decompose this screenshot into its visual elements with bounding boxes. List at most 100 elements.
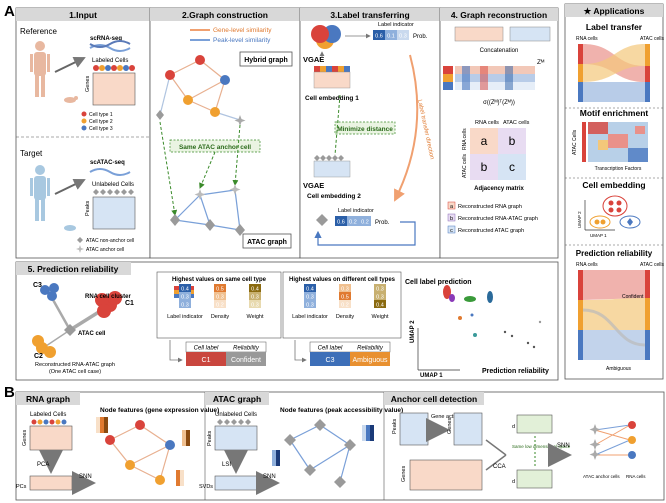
adjacency-matrix: a b b c	[470, 128, 526, 180]
confident-label: Confident	[622, 294, 644, 300]
legend-atac: Reconstructed ATAC graph	[458, 228, 524, 234]
same-weight-3: 0.3	[251, 303, 259, 309]
umap2-label: UMAP 2	[410, 320, 416, 343]
panel-a-letter: A	[4, 3, 15, 20]
applications-panel: ★ Applications Label transfer RNA cells …	[564, 3, 664, 380]
diff-weight-3: 0.4	[376, 303, 384, 309]
motif-heatmap	[582, 122, 648, 162]
b-genes-label: Genes	[22, 430, 28, 446]
reliability-panel: 5. Prediction reliability C3 C1 C2 RNA c…	[15, 261, 559, 381]
legend-key-c: c	[450, 228, 453, 234]
reliability-title: 5. Prediction reliability	[28, 264, 119, 274]
diff-col-li: Label indicator	[292, 314, 328, 320]
diff-li-2: 0.3	[306, 295, 314, 301]
nonanchor-diamond-icon	[77, 237, 83, 243]
atac-cells-col: ATAC cells	[503, 120, 530, 126]
d-label-1: d	[512, 424, 515, 430]
label-transfer-sankey	[578, 44, 650, 102]
diff-columns: 0.4 0.3 0.3 0.3 0.5 0.2 0.3 0.3 0.4	[304, 284, 386, 309]
label-transfer-panel: 3.Label transferring Label indicator 0.6…	[299, 7, 441, 259]
hybrid-graph	[159, 59, 241, 121]
reconstruction-panel: 4. Graph reconstruction Concatenation C1…	[439, 7, 559, 259]
anchor-bipartite	[589, 421, 636, 460]
quad-b-top: b	[509, 134, 516, 148]
mouse-icon	[64, 96, 78, 103]
pcs-label: PCs	[16, 484, 27, 490]
diff-cell-label-header: Cell label	[318, 346, 343, 352]
atac-graph	[174, 189, 241, 231]
pred-rel-label: Prediction reliability	[482, 368, 549, 375]
embedding-2-label: Cell embedding 2	[307, 193, 361, 200]
rna-cells-col: RNA cells	[475, 120, 499, 126]
embedding-1-strip	[313, 66, 351, 89]
legend-rna-atac: Reconstructed RNA-ATAC graph	[458, 216, 538, 222]
labeled-cell-dots	[93, 65, 135, 71]
input-panel: 1.Input Reference scRNA-seq Labeled Cell…	[15, 7, 151, 259]
peak-sim-label: Peak-level similarity	[213, 37, 271, 44]
diff-title: Highest values on different cell types	[289, 277, 396, 283]
sigma-label: σ((Zᴹ)ᵀ(Zᴹ))	[483, 99, 515, 106]
diff-li-3: 0.3	[306, 303, 314, 309]
anchor-detection-panel: Anchor cell detection Peaks Gene activit…	[384, 392, 646, 491]
legend-key-b: b	[450, 216, 453, 222]
label-indicator-1: Label indicator	[378, 22, 414, 28]
zm-heatmap: C1 C2 C3	[443, 66, 535, 90]
genes-axis-label: Genes	[85, 76, 91, 92]
same-col-weight: Weight	[246, 314, 263, 320]
apps-title: ★ Applications	[584, 6, 645, 16]
scrna-label: scRNA-seq	[90, 36, 122, 42]
target-label: Target	[20, 149, 43, 158]
quad-b-bottom: b	[481, 160, 488, 174]
panel-b-letter: B	[4, 384, 15, 401]
dna-target-icon	[89, 168, 131, 176]
anchor-title: Anchor cell detection	[391, 394, 477, 404]
same-li-3: 0.3	[181, 303, 189, 309]
same-columns: 0.4 0.3 0.3 0.5 0.3 0.2 0.4 0.3 0.3	[174, 284, 261, 309]
anchor-star-icon	[76, 245, 84, 253]
label-indicator-2: Label indicator	[338, 208, 374, 214]
b-rna-dots	[31, 419, 67, 425]
li2-v2: 0.2	[349, 220, 357, 226]
result-1-label: C1	[202, 357, 211, 364]
scatac-label: scATAC-seq	[90, 160, 125, 166]
app-rna-cells: RNA cells	[576, 36, 598, 42]
app-umap1: UMAP 1	[590, 233, 607, 238]
same-anchor-label: Same ATAC anchor cell	[179, 144, 251, 151]
atac-matrix	[92, 196, 136, 230]
embedding-cluster-1	[311, 25, 341, 49]
li2-v3: 0.2	[361, 220, 369, 226]
cell-type-legend: Cell type 1 Cell type 2 Cell type 3	[81, 111, 113, 132]
anchor-label: ATAC anchor cell	[86, 247, 124, 253]
same-density-2: 0.3	[216, 295, 224, 301]
atac-cell-diamond	[316, 214, 328, 226]
prob-2-label: Prob.	[375, 220, 390, 226]
diff-weight-2: 0.3	[376, 295, 384, 301]
cca-label: CCA	[493, 464, 506, 470]
cell-type-3-label: Cell type 3	[89, 126, 113, 132]
rna-graph-title: RNA graph	[26, 394, 70, 404]
same-li-1: 0.4	[181, 287, 189, 293]
motif-y-label: ATAC Cells	[572, 129, 578, 155]
label-indicator-2-bars: 0.6 0.2 0.2	[335, 216, 371, 226]
vgae-1: VGAE	[303, 55, 324, 64]
labeled-cells-label: Labeled Cells	[92, 58, 128, 64]
diff-density-1: 0.3	[341, 287, 349, 293]
diff-weight-1: 0.3	[376, 287, 384, 293]
gene-sim-label: Gene-level similarity	[213, 27, 272, 34]
motif-x-label: Transcription Factors	[595, 166, 642, 172]
diff-density-3: 0.2	[341, 303, 349, 309]
label-transfer-title: Label transfer	[586, 22, 643, 32]
vgae-2: VGAE	[303, 181, 324, 190]
hybrid-graph-label: Hybrid graph	[244, 57, 288, 64]
li1-v2: 0.1	[387, 34, 395, 40]
diff-col-weight: Weight	[371, 314, 388, 320]
hybrid-nodes	[156, 55, 246, 126]
anchor-genes-1: Genes	[447, 418, 453, 434]
rna-matrix	[92, 72, 136, 106]
same-reliability-header: Reliability	[233, 346, 260, 352]
minimize-label: Minimize distance	[337, 126, 393, 133]
same-li-2: 0.3	[181, 295, 189, 301]
quad-a: a	[481, 134, 488, 148]
pred-title: Cell label prediction	[405, 279, 472, 286]
